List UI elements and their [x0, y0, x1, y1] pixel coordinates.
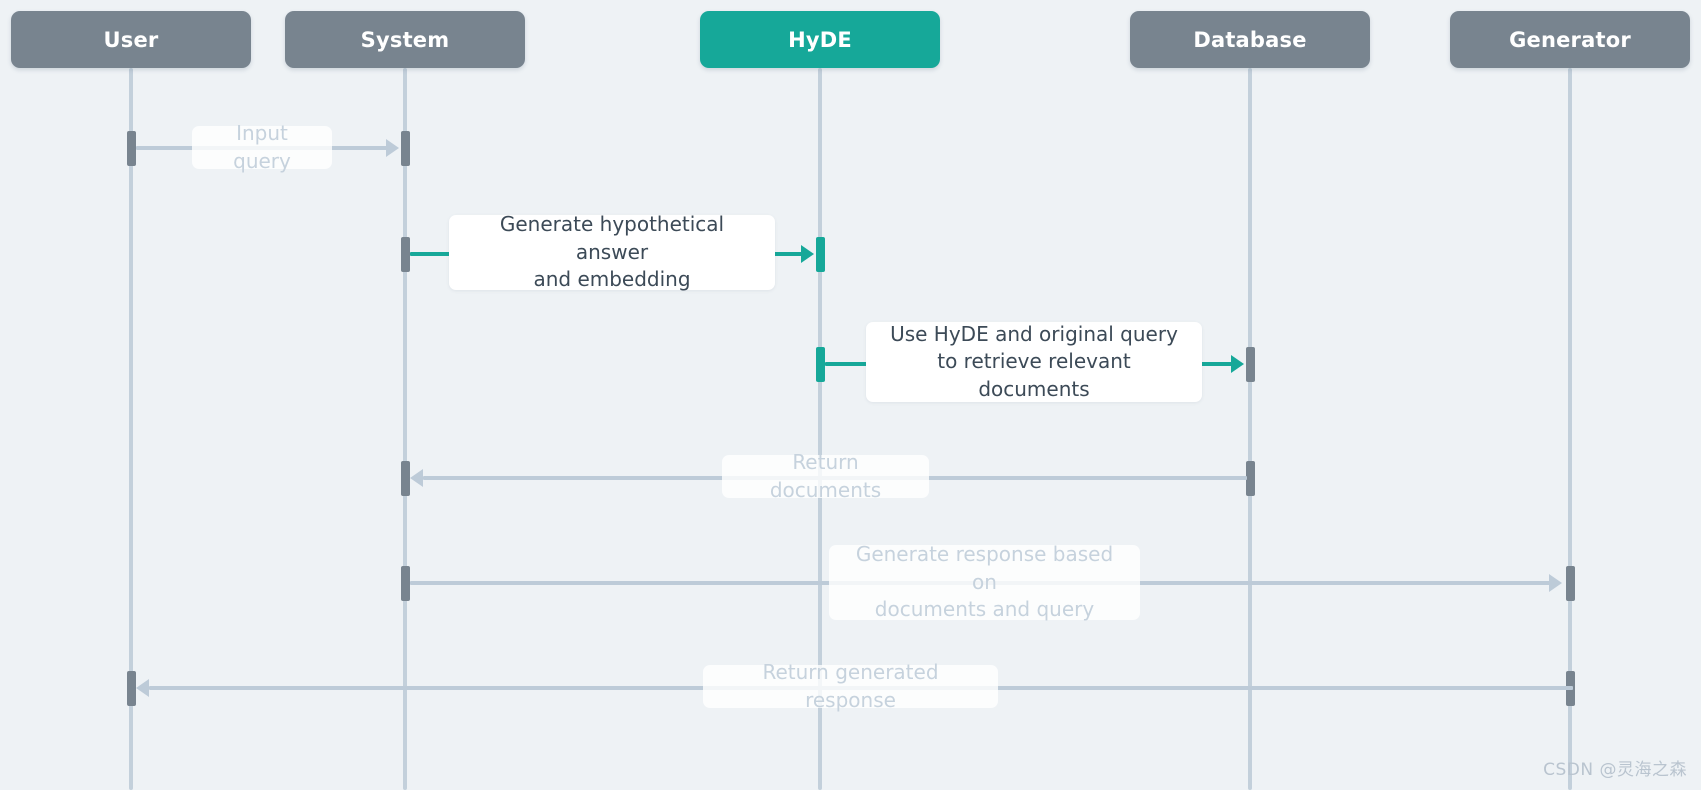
participant-hyde[interactable]: HyDE: [700, 11, 940, 68]
participant-label-user: User: [103, 27, 159, 52]
participant-label-database: Database: [1193, 27, 1307, 52]
activation-bar-user-1: [127, 131, 136, 166]
activation-bar-database-2: [1246, 461, 1255, 496]
participant-database[interactable]: Database: [1130, 11, 1370, 68]
lifeline-generator: [1568, 68, 1572, 790]
lifeline-hyde: [818, 68, 822, 790]
message-text-generate-hypothetical: Generate hypothetical answer and embeddi…: [499, 212, 725, 292]
message-label-generate-hypothetical: Generate hypothetical answer and embeddi…: [449, 212, 775, 291]
participant-label-hyde: HyDE: [788, 27, 852, 52]
activation-bar-system-2: [401, 237, 410, 272]
participant-system[interactable]: System: [285, 11, 525, 68]
participant-label-generator: Generator: [1509, 27, 1631, 52]
watermark: CSDN @灵海之森: [1543, 760, 1687, 780]
activation-bar-system-4: [401, 566, 410, 601]
arrowhead-left-icon-return-documents: [410, 469, 423, 487]
activation-bar-database-1: [1246, 347, 1255, 382]
message-text-input-query: Input query: [233, 120, 291, 173]
message-label-use-hyde: Use HyDE and original query to retrieve …: [866, 322, 1202, 402]
arrowhead-right-icon-generate-response: [1549, 574, 1562, 592]
participant-user[interactable]: User: [11, 11, 251, 68]
message-text-use-hyde: Use HyDE and original query to retrieve …: [890, 321, 1178, 401]
message-text-generate-response: Generate response based on documents and…: [855, 542, 1114, 622]
activation-bar-system-1: [401, 131, 410, 166]
message-text-return-generated-response: Return generated response: [762, 659, 939, 712]
message-label-return-generated-response: Return generated response: [703, 660, 998, 712]
lifeline-user: [129, 68, 133, 790]
activation-bar-generator-1: [1566, 566, 1575, 601]
arrowhead-right-icon-input-query: [386, 139, 399, 157]
arrowhead-right-icon-use-hyde: [1231, 355, 1244, 373]
lifeline-system: [403, 68, 407, 790]
activation-bar-hyde-1: [816, 237, 825, 272]
arrowhead-left-icon-return-generated-response: [136, 679, 149, 697]
message-label-input-query: Input query: [192, 121, 332, 173]
message-label-return-documents: Return documents: [722, 450, 929, 502]
lifeline-database: [1248, 68, 1252, 790]
activation-bar-hyde-2: [816, 347, 825, 382]
message-text-return-documents: Return documents: [769, 449, 882, 502]
participant-label-system: System: [360, 27, 450, 52]
message-label-generate-response: Generate response based on documents and…: [829, 542, 1140, 621]
arrowhead-right-icon-generate-hypothetical: [801, 245, 814, 263]
activation-bar-system-3: [401, 461, 410, 496]
participant-generator[interactable]: Generator: [1450, 11, 1690, 68]
activation-bar-user-2: [127, 671, 136, 706]
